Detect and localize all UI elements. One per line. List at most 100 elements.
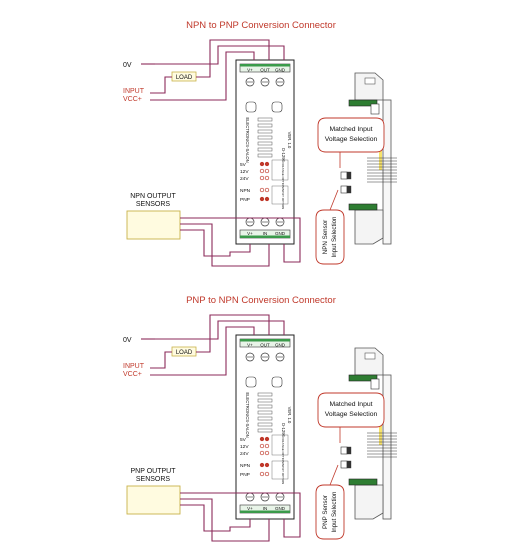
transistor-right	[271, 101, 283, 113]
jumper-pin	[259, 196, 265, 202]
transistor-right	[271, 376, 283, 388]
jumper-cap-a	[346, 171, 352, 180]
wire-load-out	[196, 314, 270, 353]
bottom-terminal-bar	[240, 510, 290, 513]
connector-component	[370, 378, 380, 390]
callout-input	[315, 484, 345, 540]
top-terminal-label: OUT	[260, 68, 270, 73]
jumper-pin	[264, 462, 270, 468]
connector-bottom-housing	[354, 484, 384, 520]
pcb-board	[235, 59, 295, 245]
connector-board-edge	[382, 374, 392, 520]
wire-input	[150, 351, 172, 369]
label-0v: 0V	[123, 337, 132, 344]
wire-sensor-in	[180, 498, 270, 542]
connector-top-housing	[354, 72, 384, 101]
resistor	[257, 428, 273, 433]
mode-option-label: PNP	[240, 472, 250, 478]
label-input: INPUT	[123, 88, 145, 95]
pcb-board	[235, 334, 295, 520]
connector-green-top	[348, 99, 378, 107]
callout-voltage	[317, 117, 385, 153]
input-option-box	[271, 460, 289, 480]
board-version: VER. 1.0	[287, 132, 292, 149]
voltage-option-label: 5V	[240, 162, 247, 168]
label-callout-input-line: Input Selection	[331, 491, 338, 532]
top-terminal-label: GND	[275, 68, 286, 73]
jumper-pin	[259, 471, 265, 477]
connector-board-edge	[382, 99, 392, 245]
label-vcc: VCC+	[123, 371, 142, 378]
label-callout-input-line: PNP Sensor	[322, 495, 329, 529]
jumper-pin	[264, 168, 270, 174]
jumper-pin	[259, 187, 265, 193]
board-model: D-1296	[281, 148, 286, 162]
label-callout-voltage-line: Voltage Selection	[325, 136, 378, 143]
wire-vcc	[150, 51, 255, 101]
top-terminal-bar	[240, 339, 290, 342]
board-brand: ELECTRONICS-SALON	[245, 117, 250, 162]
jumper-block-a	[340, 171, 348, 180]
bottom-terminal-label: V+	[247, 231, 253, 236]
bottom-terminal-label: IN	[263, 506, 268, 511]
label-vcc: VCC+	[123, 96, 142, 103]
wire-sensor-gnd	[180, 492, 301, 538]
voltage-option-label: 5V	[240, 437, 247, 443]
jumper-block-b	[340, 185, 348, 194]
resistor	[257, 392, 273, 397]
jumper-pin	[264, 436, 270, 442]
mode-option-label: PNP	[240, 197, 250, 203]
input-option-caption: INPUT OPTION	[281, 188, 285, 209]
callout-input	[315, 209, 345, 265]
jumper-pin	[264, 161, 270, 167]
resistor	[257, 123, 273, 128]
resistor	[257, 422, 273, 427]
connector-top-slot	[364, 352, 376, 360]
jumper-pin	[259, 462, 265, 468]
label-load: LOAD	[176, 350, 193, 356]
jumper-pin	[264, 471, 270, 477]
callout-voltage	[317, 392, 385, 428]
top-terminal-label: V+	[247, 343, 253, 348]
resistor	[257, 129, 273, 134]
bottom-terminal-label: GND	[275, 506, 286, 511]
board-brand: ELECTRONICS-SALON	[245, 392, 250, 437]
sensor-box	[126, 210, 181, 240]
label-callout-voltage-line: Matched Input	[329, 126, 372, 133]
wire-load-out	[196, 39, 270, 78]
wire-sensor-vplus	[180, 504, 251, 532]
resistor	[257, 135, 273, 140]
board-model: D-1296	[281, 423, 286, 437]
resistor	[257, 410, 273, 415]
jumper-block-b	[340, 460, 348, 469]
label-load: LOAD	[176, 75, 193, 81]
jumper-pin	[259, 450, 265, 456]
input-option-box	[271, 185, 289, 205]
resistor	[257, 398, 273, 403]
label-sensor-line: NPN OUTPUT	[130, 193, 176, 200]
wire-0v	[144, 45, 285, 65]
board-version: VER. 1.0	[287, 407, 292, 424]
label-callout-voltage-line: Voltage Selection	[325, 411, 378, 418]
wire-0v	[144, 320, 285, 340]
mode-option-label: NPN	[240, 188, 251, 194]
sensor-box	[126, 485, 181, 515]
label-sensor-line: SENSORS	[136, 201, 171, 208]
wire-sensor-in	[180, 223, 270, 267]
connector-green-bottom	[348, 203, 378, 211]
jumper-pin	[259, 161, 265, 167]
bottom-terminal-bar	[240, 235, 290, 238]
transistor-left	[245, 376, 257, 388]
connector-component	[370, 103, 380, 115]
label-callout-input-line: Input Selection	[331, 216, 338, 257]
top-terminal-label: V+	[247, 68, 253, 73]
resistor	[257, 416, 273, 421]
wire-sensor-gnd	[180, 217, 301, 263]
diagram-pnp-to-npn: PNP to NPN Conversion Connector0VINPUTVC…	[123, 295, 397, 542]
